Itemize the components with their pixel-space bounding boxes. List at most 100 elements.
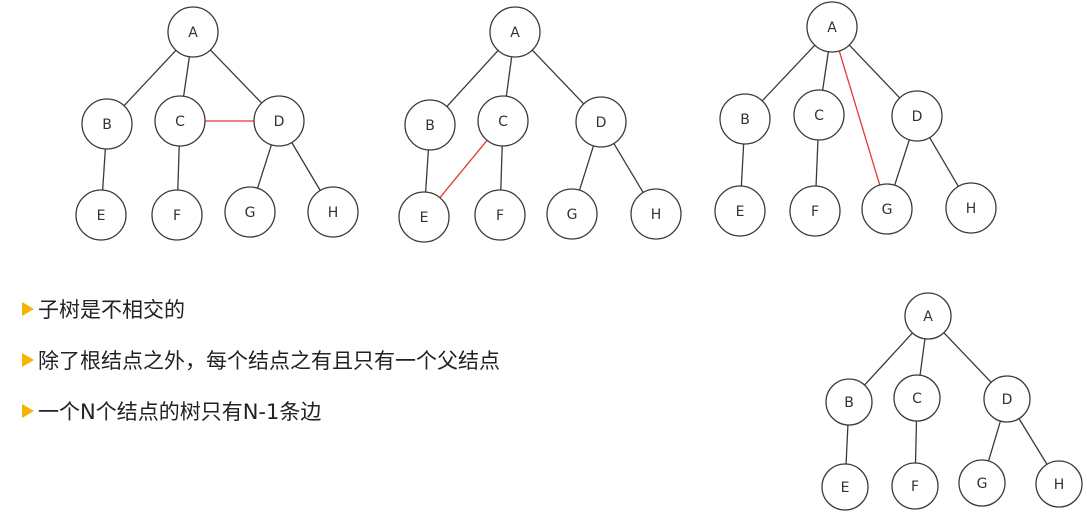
- node-circle: [719, 93, 771, 145]
- node-d: D: [253, 95, 305, 147]
- edge-a-c: [919, 338, 926, 376]
- edge-d-g: [894, 139, 910, 186]
- bullet-item: 子树是不相交的: [22, 296, 500, 322]
- edge-c-f: [177, 145, 180, 191]
- edge-a-b: [123, 49, 177, 107]
- node-label: E: [841, 480, 850, 496]
- edge-c-f: [914, 420, 918, 464]
- node-label: H: [651, 207, 662, 223]
- node-circle: [81, 98, 133, 150]
- node-label: G: [882, 202, 893, 218]
- node-label: G: [245, 205, 256, 221]
- node-c: C: [154, 95, 206, 147]
- node-label: E: [736, 204, 745, 220]
- edge-c-f: [815, 139, 819, 187]
- edge-d-g: [256, 144, 273, 189]
- node-circle: [151, 189, 203, 241]
- node-circle: [154, 95, 206, 147]
- node-circle: [825, 378, 873, 426]
- node-label: F: [496, 208, 504, 224]
- node-label: G: [567, 207, 578, 223]
- edge-d-h: [613, 143, 644, 193]
- edge-a-c: [505, 56, 513, 97]
- node-b: B: [825, 378, 873, 426]
- node-circle: [307, 186, 359, 238]
- node-circle: [253, 95, 305, 147]
- node-circle: [891, 462, 939, 510]
- edge-a-b: [761, 44, 816, 102]
- node-g: G: [958, 459, 1006, 507]
- edge-d-h: [291, 142, 321, 191]
- node-label: H: [1054, 477, 1065, 493]
- node-label: D: [912, 109, 923, 125]
- node-a: A: [904, 292, 952, 340]
- tree-4: AB C D E F G H: [821, 292, 1083, 511]
- node-label: B: [425, 118, 435, 134]
- node-circle: [983, 375, 1031, 423]
- node-h: H: [1035, 460, 1083, 508]
- node-circle: [575, 96, 627, 148]
- node-a: A: [806, 1, 858, 53]
- node-label: A: [827, 20, 837, 36]
- node-circle: [404, 99, 456, 151]
- node-b: B: [719, 93, 771, 145]
- edge-a-b: [864, 332, 913, 386]
- node-label: F: [811, 204, 819, 220]
- node-label: E: [97, 208, 106, 224]
- node-f: F: [891, 462, 939, 510]
- node-label: C: [498, 114, 508, 130]
- node-label: A: [510, 25, 520, 41]
- node-e: E: [821, 463, 869, 511]
- node-label: D: [1002, 392, 1013, 408]
- node-c: C: [793, 89, 845, 141]
- edge-a-d: [848, 44, 901, 99]
- node-circle: [224, 186, 276, 238]
- bullet-item: 一个N个结点的树只有N-1条边: [22, 398, 500, 424]
- node-circle: [714, 185, 766, 237]
- node-a: A: [167, 6, 219, 58]
- node-e: E: [714, 185, 766, 237]
- node-d: D: [983, 375, 1031, 423]
- node-circle: [861, 183, 913, 235]
- edge-b-e: [740, 143, 745, 187]
- node-circle: [793, 89, 845, 141]
- node-circle: [891, 90, 943, 142]
- node-g: G: [224, 186, 276, 238]
- node-label: C: [912, 391, 922, 407]
- edge-d-g: [578, 145, 595, 191]
- node-circle: [477, 95, 529, 147]
- node-circle: [904, 292, 952, 340]
- node-d: D: [575, 96, 627, 148]
- node-label: G: [977, 476, 988, 492]
- node-f: F: [474, 189, 526, 241]
- node-e: E: [75, 189, 127, 241]
- edge-a-c: [182, 56, 191, 97]
- node-e: E: [398, 191, 450, 243]
- node-f: F: [151, 189, 203, 241]
- edge-a-c: [822, 51, 829, 91]
- bullet-text: 一个N个结点的树只有N-1条边: [38, 400, 322, 424]
- node-g: G: [861, 183, 913, 235]
- edge-a-d: [531, 49, 585, 105]
- node-d: D: [891, 90, 943, 142]
- node-circle: [489, 6, 541, 58]
- node-circle: [167, 6, 219, 58]
- node-label: C: [814, 108, 824, 124]
- node-label: F: [173, 208, 181, 224]
- node-label: C: [175, 114, 185, 130]
- node-g: G: [546, 188, 598, 240]
- node-c: C: [477, 95, 529, 147]
- edge-a-d: [209, 49, 263, 104]
- node-circle: [789, 185, 841, 237]
- arrow-bullet-icon: [22, 353, 34, 367]
- node-h: H: [307, 186, 359, 238]
- node-label: D: [274, 114, 285, 130]
- edge-d-g: [987, 420, 1002, 462]
- node-h: H: [630, 188, 682, 240]
- edge-c-f: [500, 145, 503, 191]
- bullet-text: 子树是不相交的: [38, 298, 185, 322]
- node-circle: [821, 463, 869, 511]
- bullet-item: 除了根结点之外，每个结点之有且只有一个父结点: [22, 347, 500, 373]
